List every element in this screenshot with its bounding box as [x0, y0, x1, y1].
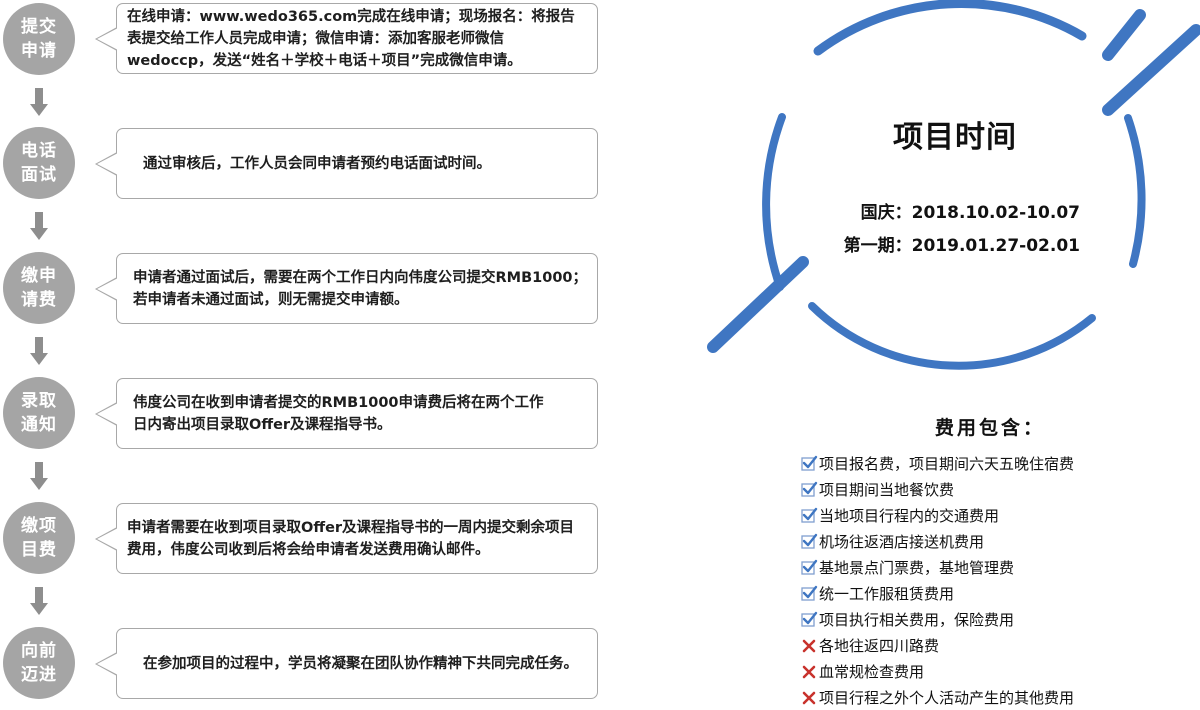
ring-arc-bottom: [808, 302, 1096, 370]
date-row-national-day: 国庆：2018.10.02-10.07: [800, 198, 1080, 223]
fee-item-text: 机场往返酒店接送机费用: [819, 532, 985, 551]
arrow-down-icon: [30, 462, 48, 492]
fee-item: 项目行程之外个人活动产生的其他费用: [800, 684, 1074, 710]
step-title-line2: 通知: [21, 415, 57, 435]
step-circle: 向前 迈进: [3, 627, 75, 699]
arrow-down-icon: [30, 88, 48, 118]
step-title-line2: 申请: [21, 41, 57, 61]
fee-item-text: 当地项目行程内的交通费用: [819, 506, 1000, 525]
fee-item: 项目报名费，项目期间六天五晚住宿费: [800, 450, 1074, 476]
step-title-line2: 面试: [21, 165, 57, 185]
step-description-box: 伟度公司在收到申请者提交的RMB1000申请费后将在两个工作日内寄出项目录取Of…: [95, 378, 598, 449]
fee-item-text: 基地景点门票费，基地管理费: [819, 558, 1015, 577]
cross-icon: [800, 688, 818, 706]
cross-icon: [800, 662, 818, 680]
fees-title: 费用包含：: [934, 417, 1045, 439]
fee-item-text: 项目期间当地餐饮费: [819, 480, 955, 499]
arrow-down-icon: [30, 212, 48, 242]
date-label: 第一期：: [843, 236, 912, 256]
checkbox-check-icon: [800, 584, 818, 602]
step-circle: 录取 通知: [3, 377, 75, 449]
step-description-box: 申请者通过面试后，需要在两个工作日内向伟度公司提交RMB1000；若申请者未通过…: [95, 253, 598, 324]
step-title-line1: 缴申: [21, 266, 57, 286]
step-title-line1: 向前: [21, 641, 57, 661]
fee-item: 当地项目行程内的交通费用: [800, 502, 1074, 528]
fee-item: 基地景点门票费，基地管理费: [800, 554, 1074, 580]
step-circle: 缴申 请费: [3, 252, 75, 324]
step-title-line2: 迈进: [21, 665, 57, 685]
step-description: 伟度公司在收到申请者提交的RMB1000申请费后将在两个工作日内寄出项目录取Of…: [133, 394, 544, 433]
ring-slash-bottom-left: [707, 256, 809, 353]
panel-title: 项目时间: [893, 120, 1017, 155]
step-description: 在参加项目的过程中，学员将凝聚在团队协作精神下共同完成任务。: [143, 655, 578, 672]
arrow-down-icon: [30, 587, 48, 617]
step-circle: 提交 申请: [3, 3, 75, 75]
fee-item: 各地往返四川路费: [800, 632, 1074, 658]
date-value: 2018.10.02-10.07: [911, 203, 1080, 223]
step-title-line1: 录取: [21, 391, 57, 411]
fee-item-text: 血常规检查费用: [819, 662, 925, 681]
step-title-line1: 提交: [21, 17, 57, 37]
fee-item-text: 各地往返四川路费: [819, 636, 940, 655]
step-description-box: 申请者需要在收到项目录取Offer及课程指导书的一周内提交剩余项目费用，伟度公司…: [95, 503, 598, 574]
step-circle: 缴项 目费: [3, 502, 75, 574]
ring-arc-top: [813, 0, 1087, 56]
step-title-line1: 电话: [21, 141, 57, 161]
checkbox-check-icon: [800, 532, 818, 550]
fee-item: 项目期间当地餐饮费: [800, 476, 1074, 502]
ring-slash-top-right-2: [1102, 24, 1200, 116]
step-description-box: 在参加项目的过程中，学员将凝聚在团队协作精神下共同完成任务。: [95, 628, 598, 699]
arrow-down-icon: [30, 337, 48, 367]
date-row-first-session: 第一期：2019.01.27-02.01: [800, 231, 1080, 256]
step-description: 申请者需要在收到项目录取Offer及课程指导书的一周内提交剩余项目费用，伟度公司…: [127, 519, 575, 558]
fee-item-text: 项目执行相关费用，保险费用: [819, 610, 1015, 629]
fee-item: 机场往返酒店接送机费用: [800, 528, 1074, 554]
step-description: 通过审核后，工作人员会同申请者预约电话面试时间。: [143, 155, 491, 172]
step-title-line2: 目费: [21, 540, 57, 560]
step-description-box: 通过审核后，工作人员会同申请者预约电话面试时间。: [95, 128, 598, 199]
date-value: 2019.01.27-02.01: [911, 236, 1080, 256]
step-circle: 电话 面试: [3, 127, 75, 199]
date-label: 国庆：: [860, 203, 912, 223]
ring-arc-right: [1124, 114, 1146, 268]
fee-item-text: 项目行程之外个人活动产生的其他费用: [819, 688, 1075, 707]
fee-item-text: 项目报名费，项目期间六天五晚住宿费: [819, 454, 1075, 473]
checkbox-check-icon: [800, 454, 818, 472]
step-title-line1: 缴项: [21, 516, 57, 536]
step-description: 申请者通过面试后，需要在两个工作日内向伟度公司提交RMB1000；若申请者未通过…: [133, 269, 588, 308]
ring-arc-left: [762, 113, 786, 291]
checkbox-check-icon: [800, 558, 818, 576]
step-description: 在线申请：www.wedo365.com完成在线申请；现场报名：将报告表提交给工…: [127, 8, 575, 69]
cross-icon: [800, 636, 818, 654]
step-description-box: 在线申请：www.wedo365.com完成在线申请；现场报名：将报告表提交给工…: [95, 3, 598, 74]
checkbox-check-icon: [800, 480, 818, 498]
checkbox-check-icon: [800, 610, 818, 628]
checkbox-check-icon: [800, 506, 818, 524]
fee-list: 项目报名费，项目期间六天五晚住宿费项目期间当地餐饮费当地项目行程内的交通费用机场…: [800, 450, 1074, 710]
fee-item: 统一工作服租赁费用: [800, 580, 1074, 606]
step-title-line2: 请费: [21, 290, 57, 310]
ring-slash-top-right-1: [1102, 9, 1146, 61]
fee-item: 项目执行相关费用，保险费用: [800, 606, 1074, 632]
fee-item: 血常规检查费用: [800, 658, 1074, 684]
fee-item-text: 统一工作服租赁费用: [819, 584, 955, 603]
